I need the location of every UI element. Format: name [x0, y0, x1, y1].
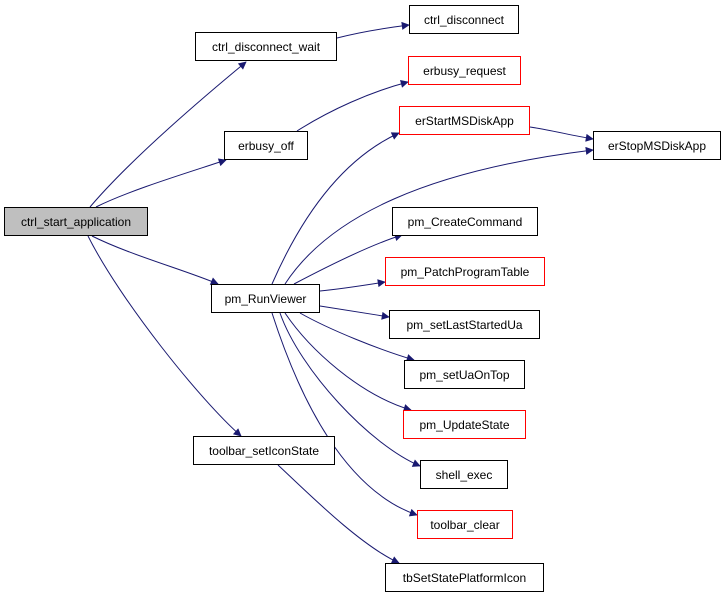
node-pm-run-viewer[interactable]: pm_RunViewer	[211, 284, 320, 313]
node-erbusy-request[interactable]: erbusy_request	[408, 56, 521, 85]
edge-pm_runviewer-to-pm_createcommand	[293, 233, 403, 285]
edge-pm_runviewer-to-erstopmsdiskapp	[284, 146, 594, 285]
node-erbusy-off[interactable]: erbusy_off	[224, 131, 308, 160]
node-tb-set-state-platform-icon[interactable]: tbSetStatePlatformIcon	[385, 563, 544, 592]
node-pm-patch-program-table[interactable]: pm_PatchProgramTable	[385, 257, 545, 286]
node-ctrl-start-application[interactable]: ctrl_start_application	[4, 207, 148, 236]
edge-pm_runviewer-to-pm_patchprogramtable	[319, 279, 386, 292]
edge-ctrl_start_application-to-erbusy_off	[95, 158, 227, 208]
node-toolbar-clear[interactable]: toolbar_clear	[417, 510, 513, 539]
edge-pm_runviewer-to-pm_updatestate	[284, 312, 412, 412]
node-ctrl-disconnect[interactable]: ctrl_disconnect	[409, 5, 519, 34]
edge-pm_runviewer-to-pm_setlaststartedua	[319, 305, 390, 320]
node-pm-create-command[interactable]: pm_CreateCommand	[392, 207, 538, 236]
node-pm-set-last-started-ua[interactable]: pm_setLastStartedUa	[389, 310, 540, 339]
node-shell-exec[interactable]: shell_exec	[420, 460, 508, 489]
node-er-start-ms-disk-app[interactable]: erStartMSDiskApp	[399, 106, 530, 135]
edge-pm_runviewer-to-erstartmsdiskapp	[271, 132, 400, 285]
edge-pm_runviewer-to-pm_setuaontop	[299, 312, 415, 362]
node-pm-update-state[interactable]: pm_UpdateState	[403, 410, 526, 439]
edge-toolbar_seticonstate-to-tbsetstateplatformicon	[277, 464, 400, 564]
node-toolbar-set-icon-state[interactable]: toolbar_setIconState	[193, 436, 335, 465]
edge-pm_runviewer-to-shell_exec	[279, 312, 421, 467]
node-pm-set-ua-on-top[interactable]: pm_setUaOnTop	[404, 360, 525, 389]
edge-ctrl_start_application-to-pm_runviewer	[91, 235, 219, 285]
edge-ctrl_start_application-to-ctrl_disconnect_wait	[89, 61, 247, 208]
node-ctrl-disconnect-wait[interactable]: ctrl_disconnect_wait	[195, 32, 337, 61]
edge-ctrl_disconnect_wait-to-ctrl_disconnect	[336, 21, 410, 39]
edge-erstartmsdiskapp-to-erstopmsdiskapp	[529, 126, 594, 142]
edge-erbusy_off-to-erbusy_request	[296, 79, 409, 132]
node-er-stop-ms-disk-app[interactable]: erStopMSDiskApp	[593, 131, 721, 160]
edge-ctrl_start_application-to-toolbar_seticonstate	[87, 235, 242, 437]
